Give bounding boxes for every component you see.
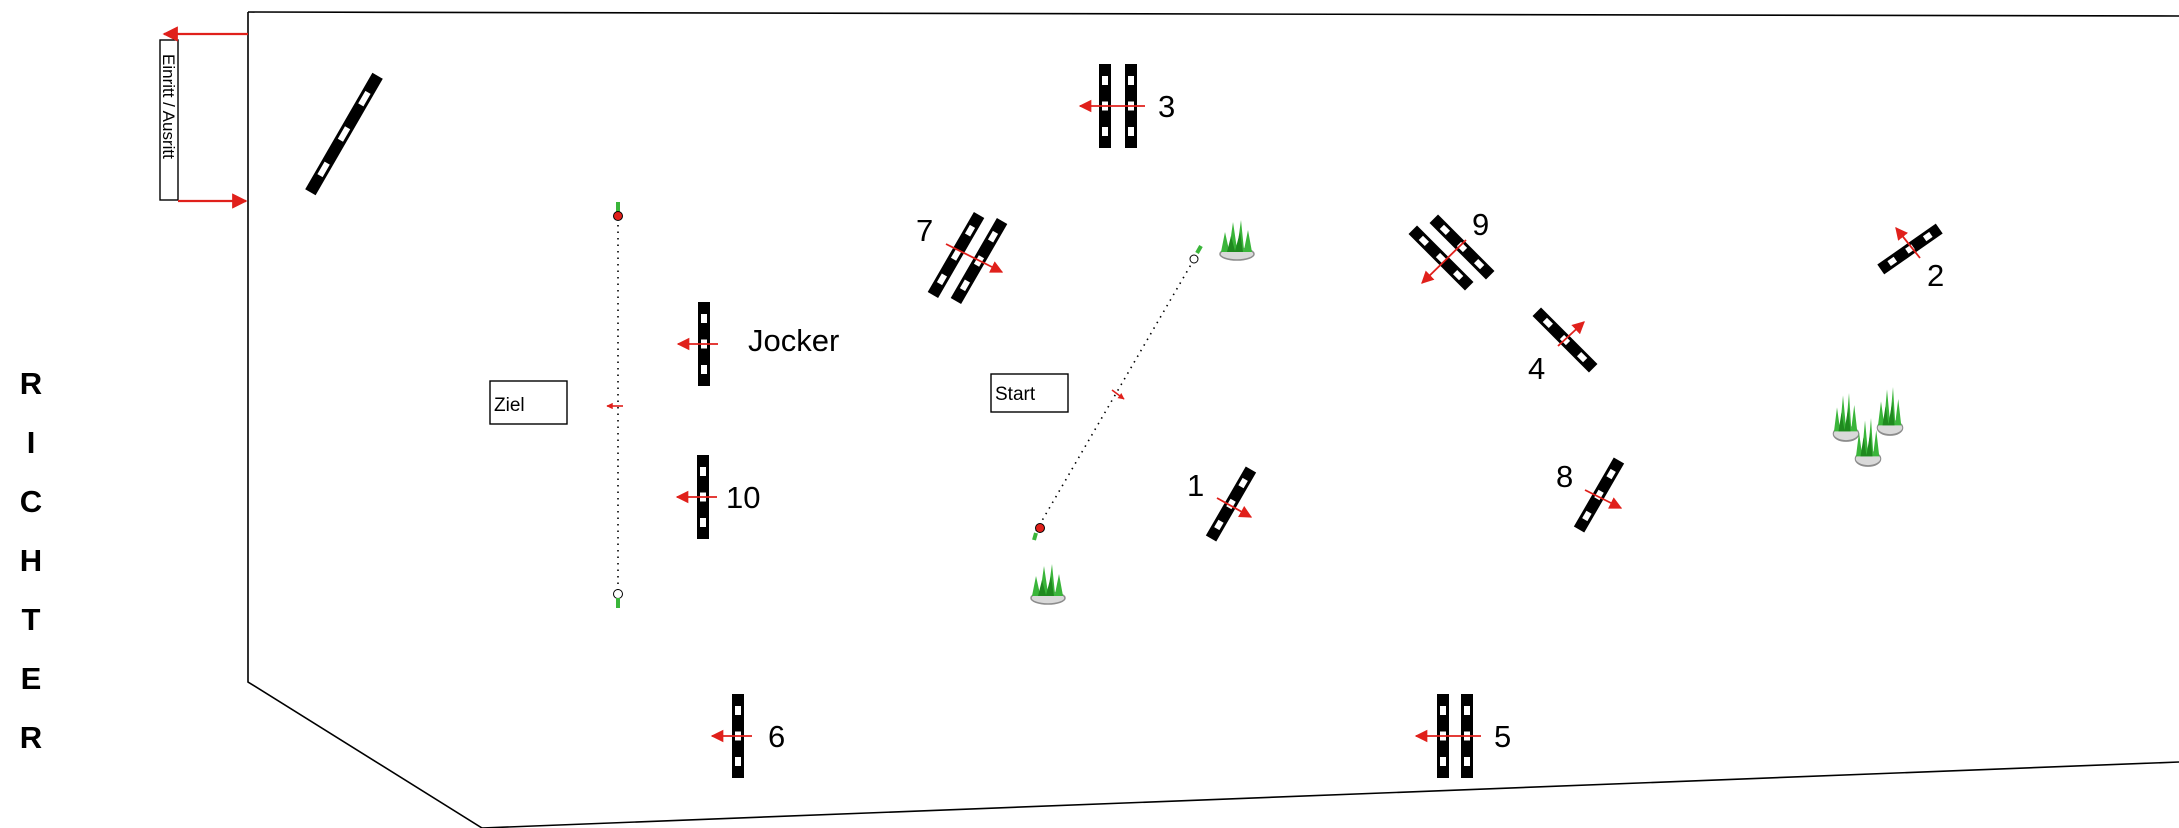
entry-rail bbox=[305, 72, 383, 196]
judge-letter: T bbox=[21, 602, 41, 637]
obstacle-number: 3 bbox=[1158, 89, 1175, 124]
start-flag-white bbox=[1189, 254, 1199, 264]
obstacle-10: 10 bbox=[675, 455, 760, 539]
start-flag-pole bbox=[1032, 532, 1038, 541]
jump-direction-arrow bbox=[1895, 227, 1921, 259]
finish-flag-white bbox=[613, 589, 623, 599]
judge-letter: E bbox=[20, 661, 42, 696]
obstacle-number: 2 bbox=[1927, 258, 1944, 293]
joker-label: Jocker bbox=[748, 323, 839, 358]
plant-decoration bbox=[1854, 417, 1882, 467]
jump-direction-arrow bbox=[945, 243, 1004, 273]
obstacle-rail bbox=[1573, 457, 1625, 533]
plant-decoration bbox=[1876, 386, 1904, 436]
plant-decoration bbox=[1219, 219, 1255, 261]
judge-letter: H bbox=[19, 543, 43, 578]
obstacle-number: 7 bbox=[916, 213, 933, 248]
judge-label: R I C H T E R bbox=[14, 354, 48, 767]
finish-box: Ziel bbox=[489, 380, 568, 425]
jump-direction-arrow bbox=[1216, 497, 1253, 518]
jump-direction-arrow bbox=[1557, 321, 1585, 347]
obstacle-number: 5 bbox=[1494, 719, 1511, 754]
obstacle-rail bbox=[1408, 225, 1474, 291]
start-box-frame bbox=[990, 373, 1069, 413]
jump-direction-arrow bbox=[1421, 239, 1467, 284]
obstacle-number: 1 bbox=[1187, 468, 1204, 503]
obstacle-2: 2 bbox=[1877, 223, 1944, 293]
start-box: Start bbox=[990, 373, 1069, 413]
plant-decoration bbox=[1832, 392, 1860, 442]
obstacle-8: 8 bbox=[1556, 457, 1625, 533]
obstacle-number: 10 bbox=[726, 480, 760, 515]
start-flag-red bbox=[1035, 523, 1045, 533]
obstacle-joker: Jocker bbox=[676, 302, 839, 386]
judge-letter: C bbox=[19, 484, 43, 519]
arena-outline-bottom bbox=[481, 761, 2179, 828]
obstacle-4: 4 bbox=[1528, 307, 1598, 386]
arena-outline bbox=[247, 11, 2179, 17]
start-line bbox=[1032, 245, 1203, 541]
jump-direction-arrow bbox=[1584, 489, 1623, 509]
obstacle-1: 1 bbox=[1187, 466, 1257, 542]
obstacle-number: 6 bbox=[768, 719, 785, 754]
judge-letter: I bbox=[26, 425, 36, 460]
obstacle-number: 8 bbox=[1556, 459, 1573, 494]
obstacle-rail bbox=[1205, 466, 1257, 542]
start-direction-arrow bbox=[1111, 389, 1125, 400]
obstacle-number: 9 bbox=[1472, 207, 1489, 242]
start-box-label: Start bbox=[995, 384, 1036, 405]
entry-exit-gate: Einritt / Ausritt bbox=[159, 26, 248, 209]
obstacle-5: 5 bbox=[1414, 694, 1511, 778]
arena-outline-left bbox=[247, 12, 483, 828]
obstacle-9: 9 bbox=[1408, 207, 1495, 291]
finish-line bbox=[606, 202, 623, 608]
judge-letter: R bbox=[19, 720, 43, 755]
plant-decoration bbox=[1030, 563, 1066, 605]
start-flag-pole-top bbox=[1195, 245, 1203, 254]
start-dotted-line bbox=[1035, 255, 1197, 532]
obstacle-3: 3 bbox=[1078, 64, 1175, 148]
obstacle-6: 6 bbox=[710, 694, 785, 778]
finish-box-label: Ziel bbox=[494, 395, 525, 416]
entry-exit-label: Einritt / Ausritt bbox=[159, 54, 178, 159]
obstacle-number: 4 bbox=[1528, 351, 1545, 386]
finish-flag-red bbox=[613, 211, 623, 221]
obstacle-7: 7 bbox=[916, 211, 1008, 305]
finish-box-frame bbox=[489, 380, 568, 425]
judge-letter: R bbox=[19, 366, 43, 401]
